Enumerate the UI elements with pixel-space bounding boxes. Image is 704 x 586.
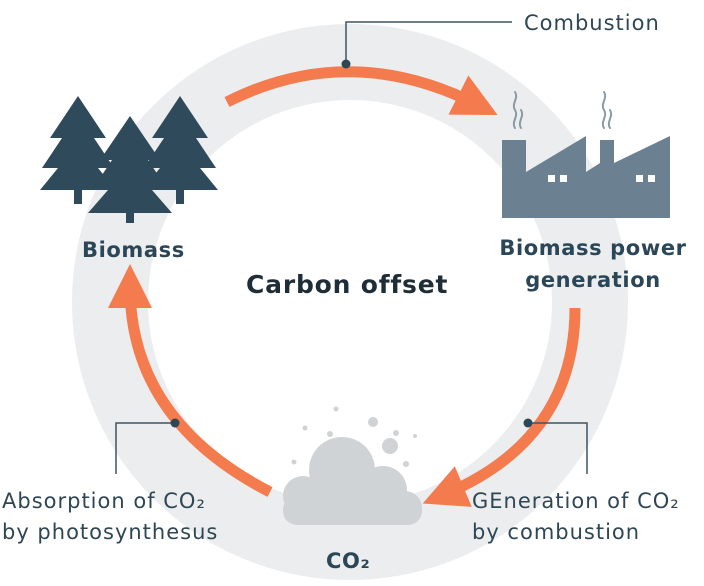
- leader-combustion: [345, 21, 512, 64]
- leader-dot-combustion: [341, 59, 351, 69]
- callout-generation: GEneration of CO₂ by combustion: [472, 486, 680, 548]
- particle-dot: [393, 430, 399, 436]
- factory-window: [560, 175, 567, 182]
- leader-generation: [528, 422, 588, 474]
- factory-icon: [502, 91, 670, 218]
- diagram-title: Carbon offset: [246, 270, 449, 299]
- tree-center-icon: [88, 116, 172, 223]
- callout-generation-line2: by combustion: [472, 520, 641, 544]
- factory-building: [502, 136, 670, 218]
- leader-absorption: [115, 422, 175, 474]
- factory-window: [548, 175, 555, 182]
- factory-window: [648, 175, 655, 182]
- node-label-power-line2: generation: [525, 268, 661, 292]
- callout-absorption-line1: Absorption of CO₂: [2, 489, 206, 513]
- smoke-icon: [512, 91, 613, 129]
- callout-absorption-line2: by photosynthesus: [2, 520, 219, 544]
- callout-absorption: Absorption of CO₂ by photosynthesus: [2, 486, 218, 548]
- arrow-power-to-co2: [422, 307, 581, 507]
- node-label-power-generation: Biomass power generation: [486, 232, 700, 296]
- callout-combustion: Combustion: [524, 11, 660, 35]
- arrow-biomass-to-power: [224, 66, 498, 115]
- tree-icon: [40, 96, 218, 223]
- tree-left-icon: [40, 96, 116, 204]
- tree-right-icon: [142, 96, 218, 204]
- particle-dot: [368, 417, 378, 427]
- node-label-co2: CO₂: [326, 549, 371, 573]
- particle-dot: [403, 461, 409, 467]
- leader-dot-absorption: [170, 418, 180, 428]
- particle-dot: [327, 431, 333, 437]
- node-label-biomass: Biomass: [82, 238, 185, 262]
- leader-dot-generation: [523, 418, 533, 428]
- particle-dot: [382, 438, 398, 454]
- particle-dot: [302, 425, 308, 431]
- arrow-co2-to-biomass: [108, 264, 273, 497]
- node-label-power-line1: Biomass power: [499, 236, 687, 260]
- particle-dot: [333, 406, 339, 412]
- factory-window: [636, 175, 643, 182]
- callout-generation-line1: GEneration of CO₂: [472, 489, 680, 513]
- particle-dot: [413, 434, 417, 438]
- cloud-icon: [283, 406, 422, 525]
- particle-dot: [291, 459, 297, 465]
